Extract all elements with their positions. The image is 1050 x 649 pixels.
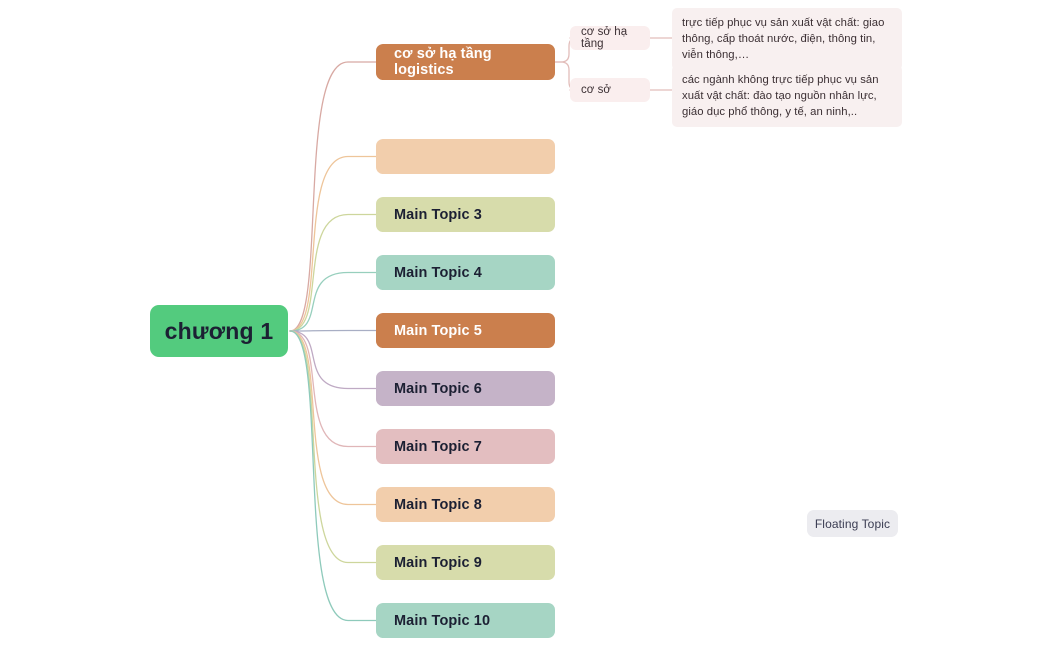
sub-topic-label: cơ sở bbox=[581, 84, 612, 96]
floating-topic-node[interactable]: Floating Topic bbox=[807, 510, 898, 537]
root-to-main-connector bbox=[289, 330, 377, 506]
main-topic-node[interactable]: Main Topic 9 bbox=[376, 545, 555, 580]
root-to-main-connector bbox=[289, 330, 377, 564]
root-to-main-connector bbox=[289, 330, 377, 390]
main-topic-label: Main Topic 4 bbox=[394, 264, 482, 281]
main-topic-label: Main Topic 10 bbox=[394, 612, 491, 629]
root-to-main-connector bbox=[289, 61, 377, 332]
main-topic-label: Main Topic 6 bbox=[394, 380, 482, 397]
main-topic-label: Main Topic 8 bbox=[394, 496, 482, 513]
root-to-main-connector bbox=[289, 329, 377, 332]
main-topic-label: Main Topic 5 bbox=[394, 322, 482, 339]
main-topic-node[interactable]: Main Topic 4 bbox=[376, 255, 555, 290]
main-topic-node[interactable]: Main Topic 8 bbox=[376, 487, 555, 522]
root-to-main-connector bbox=[289, 155, 377, 332]
main-topic-node[interactable]: Main Topic 6 bbox=[376, 371, 555, 406]
sub-topic-label: cơ sở hạ tầng bbox=[581, 26, 628, 50]
main-topic-node[interactable]: Main Topic 7 bbox=[376, 429, 555, 464]
root-to-main-connector bbox=[289, 213, 377, 332]
root-to-main-connector bbox=[289, 330, 377, 622]
sub-topic-note[interactable]: trực tiếp phục vụ sản xuất vật chất: gia… bbox=[672, 8, 902, 71]
root-to-main-connector bbox=[289, 330, 377, 448]
sub-topic-node[interactable]: cơ sở bbox=[570, 78, 650, 102]
main-topic-node[interactable]: Main Topic 5 bbox=[376, 313, 555, 348]
sub-topic-node[interactable]: cơ sở hạ tầng bbox=[570, 26, 650, 50]
main-topic-node[interactable] bbox=[376, 139, 555, 174]
main-topic-node[interactable]: cơ sở hạ tầng logistics bbox=[376, 44, 555, 80]
main-topic-label: Main Topic 3 bbox=[394, 206, 482, 223]
root-to-main-connector bbox=[289, 271, 377, 332]
main-topic-label: Main Topic 7 bbox=[394, 438, 482, 455]
root-node[interactable]: chương 1 bbox=[150, 305, 288, 357]
sub-topic-note[interactable]: các ngành không trực tiếp phục vụ sản xu… bbox=[672, 65, 902, 128]
main-topic-label: Main Topic 9 bbox=[394, 554, 482, 571]
main-topic-label: cơ sở hạ tầng logistics bbox=[394, 46, 492, 78]
main-topic-node[interactable]: Main Topic 3 bbox=[376, 197, 555, 232]
main-topic-node[interactable]: Main Topic 10 bbox=[376, 603, 555, 638]
